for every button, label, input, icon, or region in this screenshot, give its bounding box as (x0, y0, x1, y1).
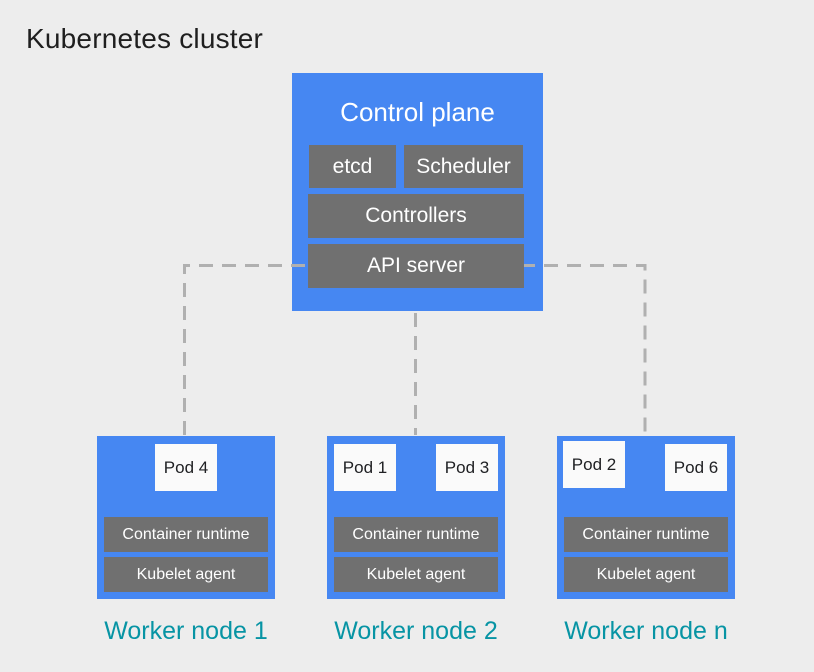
control-plane-box: Control plane etcd Scheduler Controllers… (292, 73, 543, 311)
page-title: Kubernetes cluster (26, 23, 264, 54)
api-server-box: API server (308, 244, 524, 288)
pod-label: Pod 6 (673, 457, 719, 477)
pod-label: Pod 1 (342, 457, 388, 477)
kubelet-agent-box: Kubelet agent (564, 557, 728, 592)
worker-node-n-label: Worker node n (564, 617, 728, 645)
kubelet-agent-box: Kubelet agent (104, 557, 268, 592)
container-runtime-box: Container runtime (104, 517, 268, 552)
container-runtime-box: Container runtime (564, 517, 728, 552)
pod-box: Pod 6 (665, 444, 727, 491)
pod-label: Pod 3 (444, 457, 490, 477)
worker-node-n-box: Pod 2 Pod 6 Container runtime Kubelet ag… (557, 436, 735, 599)
worker-node-1-box: Pod 4 Container runtime Kubelet agent (97, 436, 275, 599)
controllers-box: Controllers (308, 194, 524, 238)
pod-box: Pod 2 (563, 441, 625, 488)
control-plane-title: Control plane (340, 97, 495, 127)
pod-box: Pod 1 (334, 444, 396, 491)
scheduler-box: Scheduler (404, 145, 523, 188)
container-runtime-label: Container runtime (352, 525, 480, 543)
pod-label: Pod 2 (571, 454, 617, 474)
worker-node-1-label: Worker node 1 (104, 617, 268, 645)
pod-label: Pod 4 (163, 457, 209, 477)
kubelet-agent-label: Kubelet agent (136, 565, 236, 583)
etcd-box: etcd (309, 145, 396, 188)
kubelet-agent-label: Kubelet agent (596, 565, 696, 583)
api-server-label: API server (366, 254, 466, 277)
kubelet-agent-label: Kubelet agent (366, 565, 466, 583)
kubelet-agent-box: Kubelet agent (334, 557, 498, 592)
worker-node-2-box: Pod 1 Pod 3 Container runtime Kubelet ag… (327, 436, 505, 599)
container-runtime-label: Container runtime (122, 525, 250, 543)
scheduler-label: Scheduler (416, 154, 511, 178)
container-runtime-label: Container runtime (582, 525, 710, 543)
pod-box: Pod 4 (155, 444, 217, 491)
etcd-label: etcd (332, 154, 373, 178)
worker-node-2-label: Worker node 2 (334, 617, 498, 645)
container-runtime-box: Container runtime (334, 517, 498, 552)
controllers-label: Controllers (365, 204, 467, 227)
pod-box: Pod 3 (436, 444, 498, 491)
